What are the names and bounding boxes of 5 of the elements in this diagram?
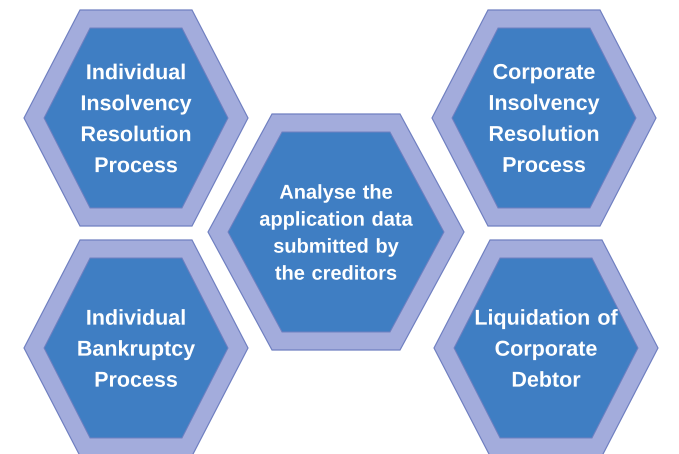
hexagon: Individual Insolvency Resolution Process bbox=[23, 9, 249, 227]
hexagon: Analyse the application data submitted by the creditors bbox=[207, 113, 465, 351]
hexagon: Individual Bankruptcy Process bbox=[23, 239, 249, 454]
hexagon: Liquidation of Corporate Debtor bbox=[433, 239, 659, 454]
hexagon: Corporate Insolvency Resolution Process bbox=[431, 9, 657, 227]
